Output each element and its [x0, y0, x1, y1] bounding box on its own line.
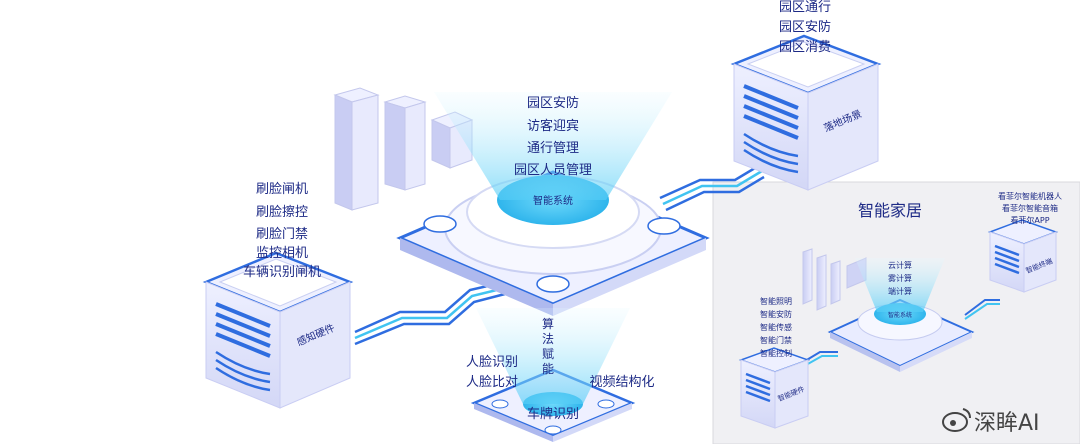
top-list: 园区安防 访客迎宾 通行管理 园区人员管理 — [514, 95, 592, 178]
inset-mid-item: 雾计算 — [888, 273, 912, 283]
inset-left-item: 智能门禁 — [760, 335, 792, 345]
algo-char: 赋 — [542, 347, 554, 361]
algo-item: 车牌识别 — [527, 406, 579, 422]
algo-item: 人脸识别 — [466, 355, 518, 370]
top-list-item: 访客迎宾 — [527, 118, 579, 134]
left-server: 感知硬件 — [202, 251, 354, 409]
inset-core-platform: 智能系统 — [827, 258, 975, 372]
right-list-item: 园区安防 — [779, 19, 831, 35]
inset-left-item: 智能传感 — [760, 322, 792, 332]
algorithm-items: 人脸识别 人脸比对 视频结构化 车牌识别 — [466, 355, 655, 422]
algo-char: 算 — [542, 316, 554, 331]
top-list-item: 通行管理 — [527, 141, 579, 156]
algo-char: 法 — [542, 332, 554, 346]
main-cables — [354, 163, 765, 346]
right-list-item: 园区消费 — [779, 40, 831, 55]
algorithm-beam — [476, 308, 630, 404]
right-server: 落地场景 — [730, 34, 882, 191]
inset-left-item: 智能照明 — [760, 296, 792, 306]
system-beam — [434, 92, 672, 200]
top-list-item: 园区安防 — [527, 95, 579, 111]
left-list: 刷脸闸机 刷脸擦控 刷脸门禁 监控相机 车辆识别闸机 — [243, 182, 321, 280]
left-list-item: 刷脸门禁 — [256, 227, 308, 242]
smart-home-panel: 智能家居 智能系统 云计算 雾计算 端计算 — [712, 181, 1080, 445]
left-list-item: 刷脸擦控 — [256, 205, 308, 220]
inset-right-item: 看菲尔APP — [1010, 215, 1049, 225]
left-list-item: 监控相机 — [256, 246, 308, 261]
inset-mid-item: 端计算 — [888, 286, 912, 296]
inset-right-item: 看菲尔智能音箱 — [1002, 203, 1058, 213]
core-label: 智能系统 — [533, 194, 573, 207]
inset-towers — [802, 248, 867, 311]
inset-right-item: 看菲尔智能机器人 — [998, 191, 1062, 201]
watermark-text: 深眸AI — [974, 411, 1040, 436]
right-list-item: 园区通行 — [779, 0, 831, 15]
right-list: 园区通行 园区安防 园区消费 — [779, 0, 831, 55]
left-list-item: 刷脸闸机 — [256, 182, 308, 197]
watermark: 深眸AI — [942, 408, 1040, 436]
top-list-item: 园区人员管理 — [514, 163, 592, 178]
inset-core-label: 智能系统 — [888, 311, 912, 319]
weibo-icon — [942, 408, 971, 432]
inset-left-server: 智能硬件 — [738, 347, 811, 429]
algo-item: 视频结构化 — [589, 375, 654, 390]
inset-left-item: 智能安防 — [760, 309, 792, 319]
inset-right-server: 智能终端 — [987, 219, 1059, 293]
inset-left-list: 智能照明 智能安防 智能传感 智能门禁 智能控制 — [760, 296, 792, 358]
algo-char: 能 — [542, 362, 554, 376]
inset-left-item: 智能控制 — [760, 348, 792, 358]
inset-mid-item: 云计算 — [888, 260, 912, 270]
inset-right-list: 看菲尔智能机器人 看菲尔智能音箱 看菲尔APP — [998, 191, 1062, 225]
algo-item: 人脸比对 — [466, 375, 518, 390]
inset-mid-list: 云计算 雾计算 端计算 — [888, 260, 912, 296]
left-list-item: 车辆识别闸机 — [243, 264, 321, 280]
inset-title: 智能家居 — [858, 201, 922, 220]
algorithm-chars: 算 法 赋 能 — [542, 316, 554, 376]
